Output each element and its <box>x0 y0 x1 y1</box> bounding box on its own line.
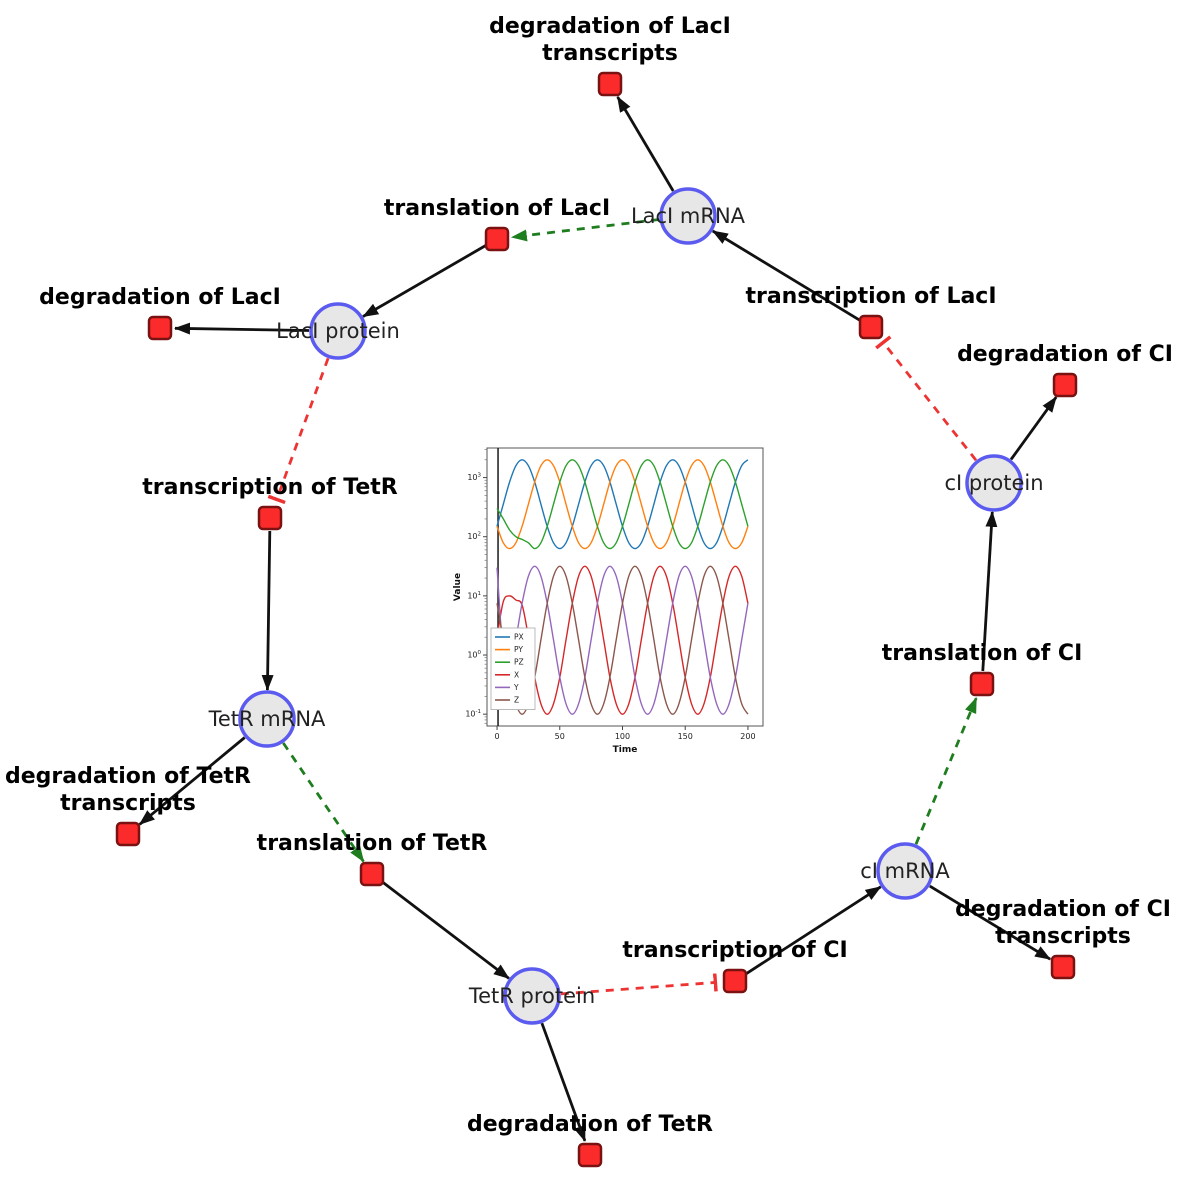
edge-production-translation-laci-to-laci-protein <box>362 244 487 318</box>
node-layer <box>115 71 1078 1168</box>
species-label-tetr-protein: TetR protein <box>468 984 595 1008</box>
reaction-node-deg-laci[interactable] <box>147 315 173 341</box>
y-axis-title: Value <box>453 573 463 601</box>
species-label-laci-mrna: LacI mRNA <box>631 204 746 228</box>
edge-production-transcription-tetr-to-tetr-mrna <box>261 530 274 691</box>
y-tick-label: 103 <box>467 473 481 483</box>
reaction-label-transcription-laci: transcription of LacI <box>745 284 996 309</box>
legend-label-Z: Z <box>514 696 519 705</box>
reaction-node-deg-tetr[interactable] <box>577 1142 603 1168</box>
reaction-node-deg-ci[interactable] <box>1052 372 1078 398</box>
series-PZ <box>496 459 749 550</box>
edge-consumption-laci-protein-to-deg-laci <box>174 322 310 335</box>
legend-label-PZ: PZ <box>514 658 524 667</box>
edge-production-translation-tetr-to-tetr-protein <box>381 880 510 980</box>
reaction-label-transcription-tetr: transcription of TetR <box>142 475 398 500</box>
x-tick-label: 200 <box>740 732 755 741</box>
edge-production-transcription-laci-to-laci-mrna <box>711 229 861 322</box>
species-node-ci-mrna[interactable] <box>876 842 934 900</box>
species-node-ci-protein[interactable] <box>965 454 1023 512</box>
series-PY <box>496 459 749 550</box>
species-label-tetr-mrna: TetR mRNA <box>208 707 326 731</box>
reaction-label-translation-tetr: translation of TetR <box>257 831 488 856</box>
reaction-label-translation-ci: translation of CI <box>882 641 1083 666</box>
edge-consumption-ci-protein-to-deg-ci <box>1009 396 1058 461</box>
reaction-node-deg-ci-transcripts[interactable] <box>1050 954 1076 980</box>
species-label-ci-protein: cI protein <box>944 471 1043 495</box>
edge-layer <box>138 96 1058 1142</box>
species-node-laci-mrna[interactable] <box>659 187 717 245</box>
reaction-node-translation-tetr[interactable] <box>359 861 385 887</box>
y-tick-label: 101 <box>467 591 481 601</box>
reaction-label-transcription-ci: transcription of CI <box>622 938 847 963</box>
x-tick-label: 150 <box>678 732 693 741</box>
x-tick-label: 50 <box>555 732 565 741</box>
reaction-label-deg-tetr: degradation of TetR <box>467 1112 713 1137</box>
legend-label-PY: PY <box>514 645 523 654</box>
edge-consumption-ci-mrna-to-deg-ci-transcripts <box>929 884 1052 961</box>
reaction-label-deg-laci: degradation of LacI <box>39 285 281 310</box>
edge-production-translation-ci-to-ci-protein <box>981 510 998 672</box>
legend-label-X: X <box>514 670 519 679</box>
legend-label-PX: PX <box>514 633 524 642</box>
species-label-laci-protein: LacI protein <box>276 319 400 343</box>
species-node-tetr-protein[interactable] <box>503 967 561 1025</box>
series-layer <box>496 459 749 715</box>
edge-inhibition-tetr-protein-to-transcription-ci <box>560 973 718 996</box>
x-tick-label: 100 <box>615 732 630 741</box>
edge-consumption-tetr-mrna-to-deg-tetr-transcripts <box>138 736 246 826</box>
edge-consumption-laci-mrna-to-deg-laci-transcripts <box>616 96 675 192</box>
species-label-ci-mrna: cI mRNA <box>860 859 950 883</box>
species-node-tetr-mrna[interactable] <box>238 690 296 748</box>
edge-modifier-laci-mrna-to-translation-laci <box>510 218 660 242</box>
edge-modifier-ci-mrna-to-translation-ci <box>914 696 978 845</box>
reaction-node-transcription-ci[interactable] <box>722 968 748 994</box>
series-Z <box>496 565 749 715</box>
legend: PX PY PZ XYZ <box>490 627 536 710</box>
species-node-laci-protein[interactable] <box>309 302 367 360</box>
edge-production-transcription-ci-to-ci-mrna <box>745 885 882 976</box>
reaction-node-deg-laci-transcripts[interactable] <box>597 71 623 97</box>
reaction-node-deg-tetr-transcripts[interactable] <box>115 821 141 847</box>
x-tick-label: 0 <box>494 732 499 741</box>
x-axis-title: Time <box>613 745 638 755</box>
series-X <box>496 565 749 715</box>
legend-label-Y: Y <box>513 683 519 692</box>
reaction-node-translation-ci[interactable] <box>969 671 995 697</box>
edge-inhibition-ci-protein-to-transcription-laci <box>875 335 978 462</box>
reaction-label-translation-laci: translation of LacI <box>384 196 610 221</box>
y-tick-label: 10-1 <box>465 709 481 719</box>
legend-box <box>490 627 536 710</box>
y-tick-label: 102 <box>467 532 481 542</box>
reaction-label-deg-ci: degradation of CI <box>957 342 1173 367</box>
reaction-node-transcription-laci[interactable] <box>858 314 884 340</box>
reaction-node-translation-laci[interactable] <box>484 226 510 252</box>
reaction-node-transcription-tetr[interactable] <box>257 505 283 531</box>
edge-inhibition-laci-protein-to-transcription-tetr <box>267 357 330 505</box>
edge-consumption-tetr-protein-to-deg-tetr <box>540 1022 587 1142</box>
y-tick-label: 100 <box>467 650 481 660</box>
